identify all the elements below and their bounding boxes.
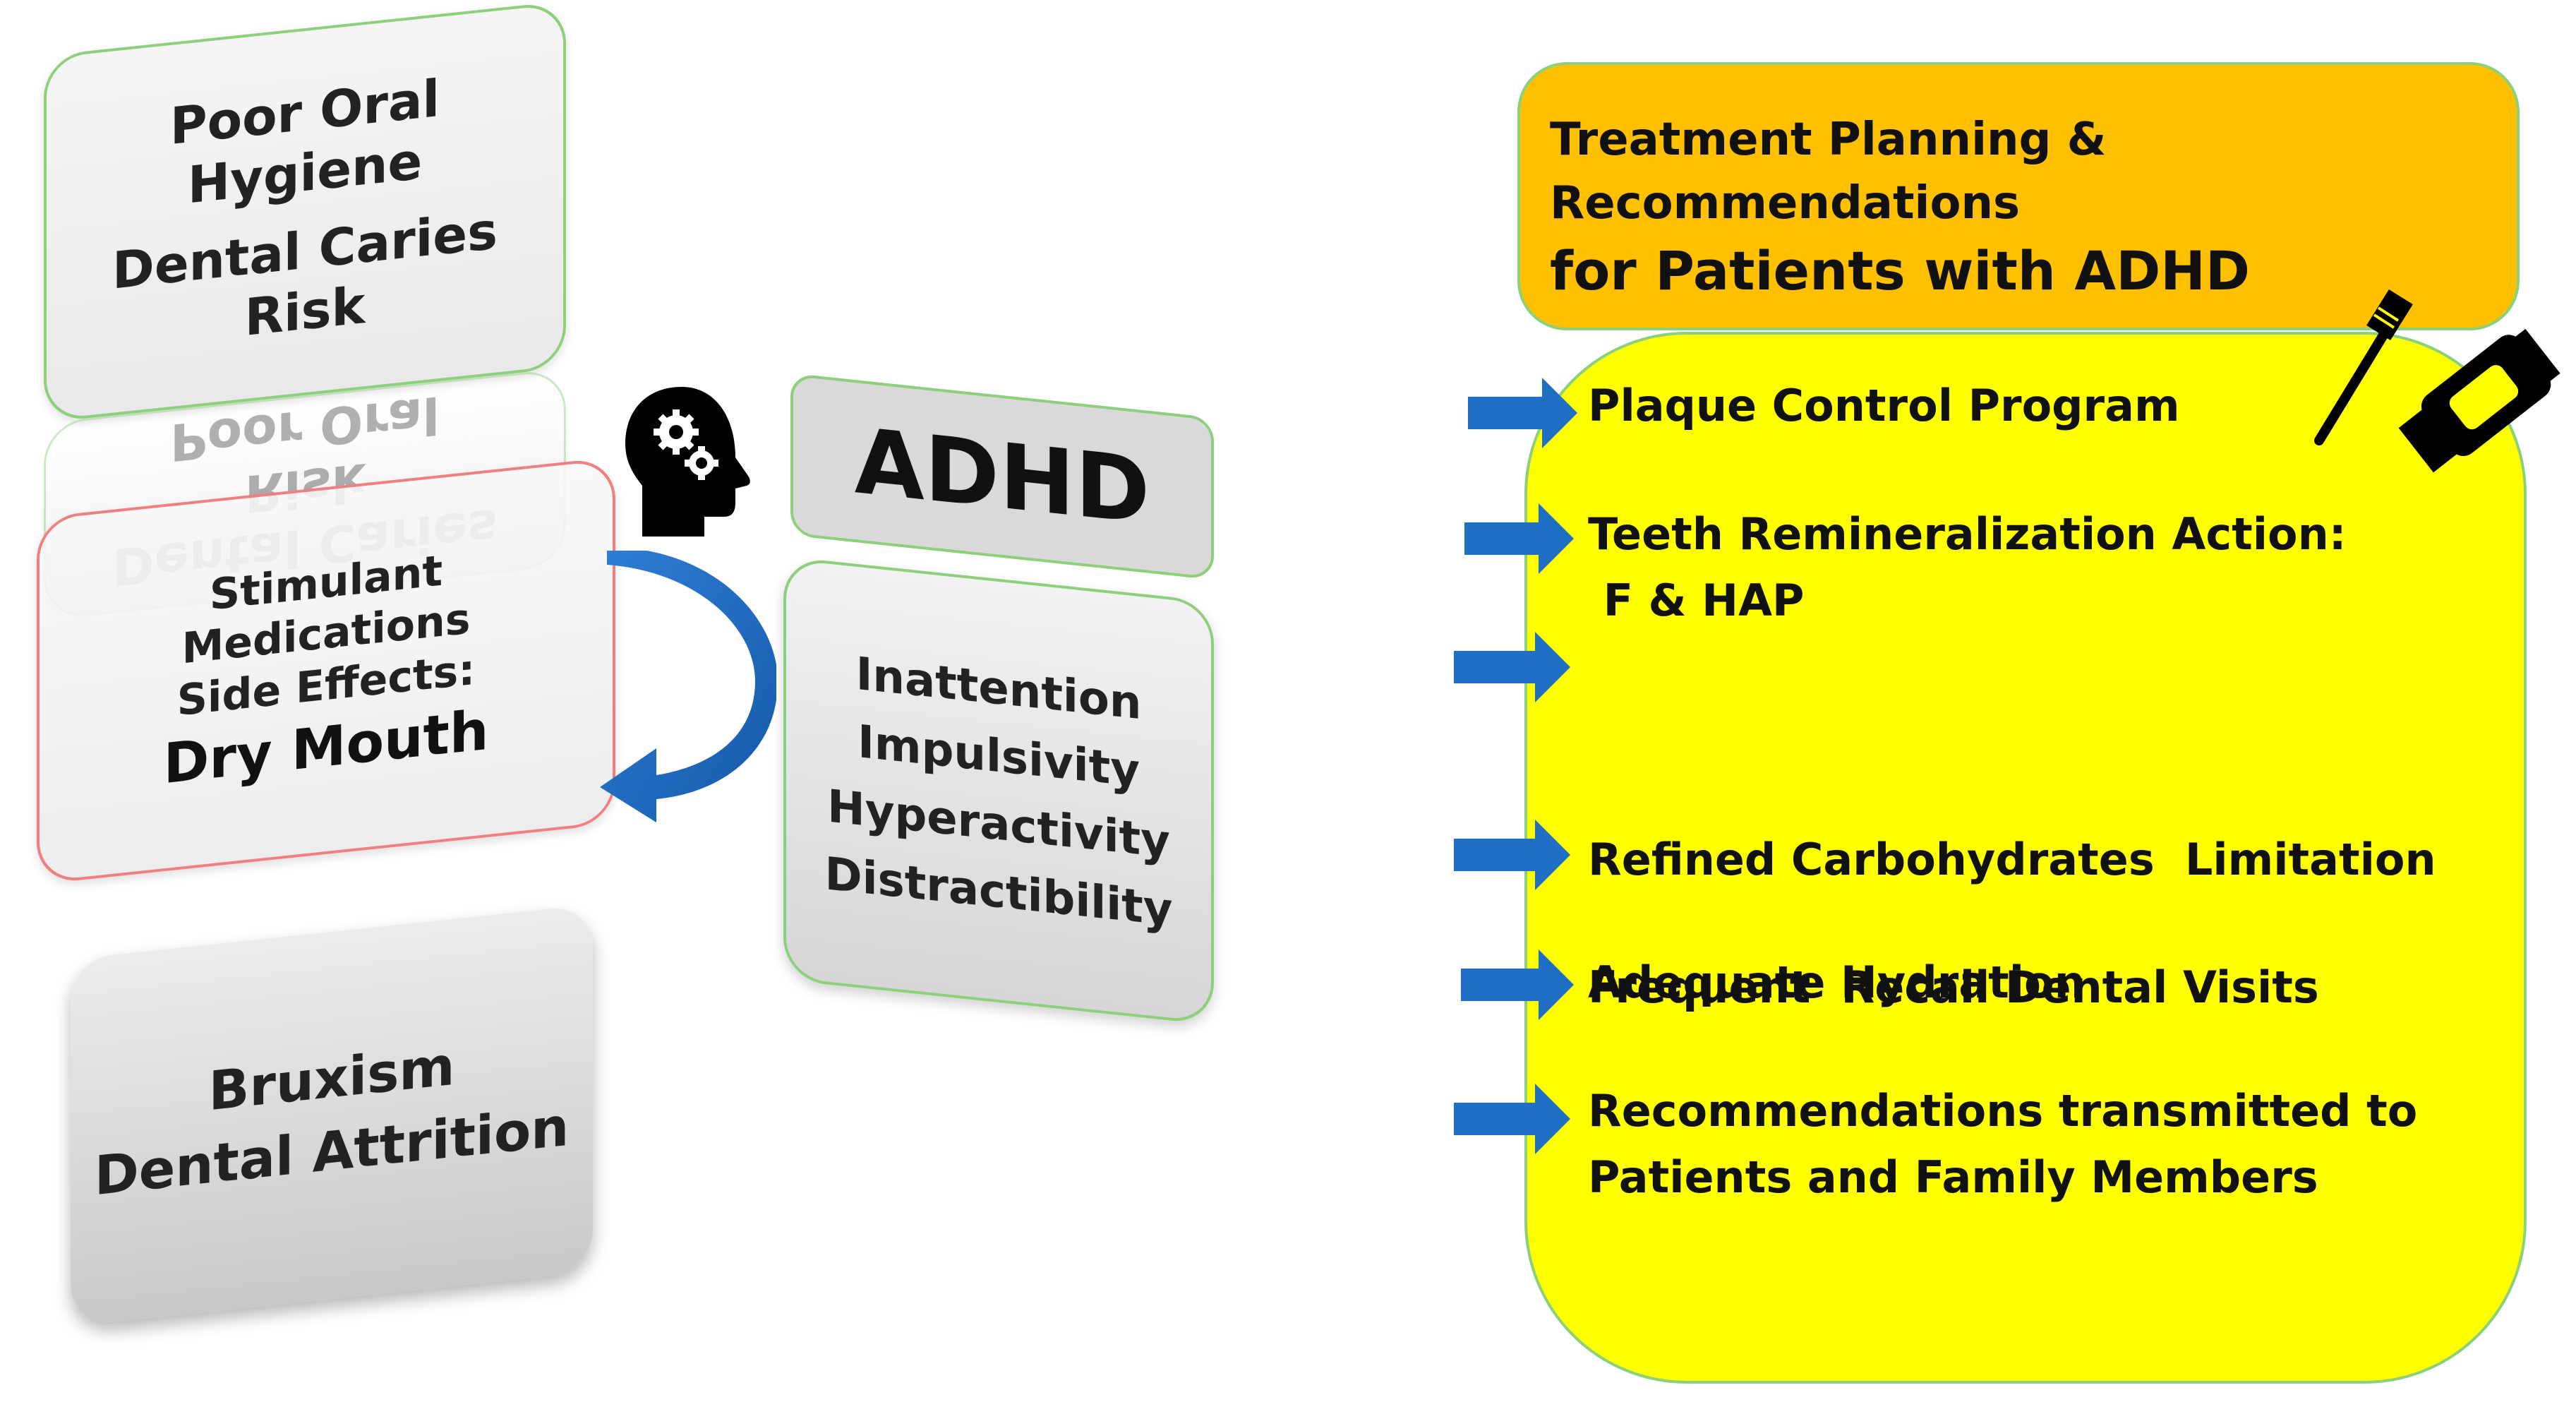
poor-oral-hygiene-card: Poor Oral Hygiene Dental Caries Risk <box>44 1 566 423</box>
rec-plaque-control: Plaque Control Program <box>1588 380 2180 431</box>
rec-refined-carbohydrates: Refined Carbohydrates Limitation <box>1588 834 2436 885</box>
arrow-recall-visits <box>1454 820 1570 890</box>
arrow-plaque-control <box>1468 378 1577 448</box>
bruxism-card: Bruxism Dental Attrition <box>71 904 593 1326</box>
adhd-card: ADHD <box>790 373 1214 580</box>
treatment-title-line1: Treatment Planning & Recommendations <box>1550 114 2107 229</box>
adhd-symptoms-card: Inattention Impulsivity Hyperactivity Di… <box>783 556 1214 1026</box>
treatment-title-box: Treatment Planning & Recommendations for… <box>1517 62 2520 330</box>
curved-arrow-icon <box>600 551 776 822</box>
rec-remineralization: Teeth Remineralization Action: F & HAP <box>1588 508 2347 626</box>
rec-hydration: Adequate Hydration <box>1588 957 2086 1008</box>
toothpaste-icon <box>2398 328 2560 473</box>
dental-caries-risk-label: Dental Caries Risk <box>112 200 498 347</box>
arrow-hydration <box>1461 949 1574 1020</box>
head-with-gears-icon <box>625 387 750 537</box>
toothbrush-icon <box>2314 289 2413 445</box>
adhd-label: ADHD <box>854 408 1150 545</box>
treatment-title-line2: for Patients with ADHD <box>1550 239 2250 303</box>
arrow-remineralization <box>1464 503 1574 574</box>
arrow-recommendations-transmitted <box>1454 1084 1570 1154</box>
arrow-refined-carbohydrates <box>1454 632 1570 702</box>
recommendations-box <box>1524 332 2527 1384</box>
stimulant-medications-card: Stimulant Medications Side Effects: Dry … <box>37 456 615 885</box>
rec-recommendations-transmitted: Recommendations transmitted to Patients … <box>1588 1085 2418 1203</box>
poor-oral-hygiene-label: Poor Oral Hygiene <box>169 68 440 215</box>
rec-recall-visits: Frequent Recall Dental Visits <box>1588 961 2319 1013</box>
